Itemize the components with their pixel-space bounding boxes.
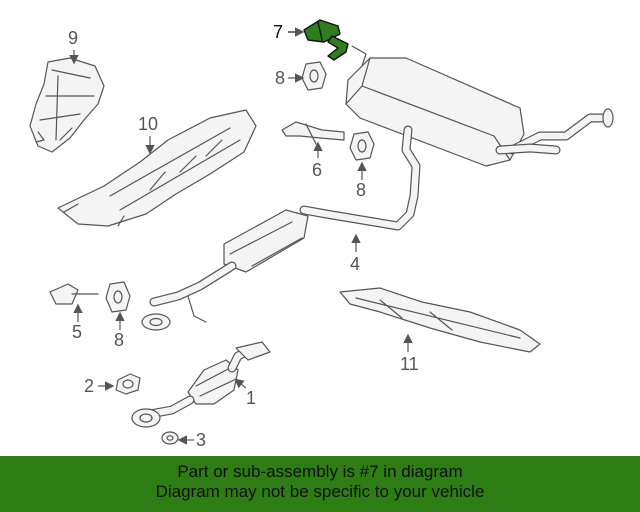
svg-text:7: 7 xyxy=(273,22,283,42)
part-10-tunnel-heat-shield[interactable] xyxy=(57,109,257,227)
svg-text:6: 6 xyxy=(312,160,322,180)
svg-text:1: 1 xyxy=(246,388,256,408)
callout-7: 7 xyxy=(273,22,305,42)
svg-text:3: 3 xyxy=(196,430,206,450)
part-8-isolator-bottom[interactable] xyxy=(105,281,131,313)
callout-2: 2 xyxy=(84,376,115,396)
svg-text:4: 4 xyxy=(350,254,360,274)
callout-3: 3 xyxy=(177,430,206,450)
svg-text:10: 10 xyxy=(138,114,158,134)
exhaust-system-diagram: 9 10 7 8 xyxy=(29,19,614,450)
part-3-nut[interactable] xyxy=(161,431,179,445)
banner-line-2: Diagram may not be specific to your vehi… xyxy=(155,482,485,501)
callout-1: 1 xyxy=(234,378,256,408)
svg-text:8: 8 xyxy=(275,68,285,88)
part-5-bracket[interactable] xyxy=(49,283,99,305)
callout-8-bottom: 8 xyxy=(114,311,125,350)
part-11-heat-shield[interactable] xyxy=(339,287,541,353)
part-2-gasket[interactable] xyxy=(115,373,141,395)
svg-text:8: 8 xyxy=(356,180,366,200)
svg-text:5: 5 xyxy=(72,322,82,342)
rear-muffler[interactable] xyxy=(345,45,614,167)
callout-11: 11 xyxy=(400,333,419,374)
callout-10: 10 xyxy=(138,114,158,155)
part-9-heat-shield[interactable] xyxy=(29,57,105,153)
callout-4: 4 xyxy=(350,233,361,274)
part-7-hanger-bracket[interactable] xyxy=(303,19,349,61)
callout-5: 5 xyxy=(72,303,83,342)
banner-line-1: Part or sub-assembly is #7 in diagram xyxy=(177,462,463,481)
part-4-intermediate-pipe[interactable] xyxy=(141,125,421,331)
part-8-isolator-middle[interactable] xyxy=(349,131,375,161)
svg-text:8: 8 xyxy=(114,330,124,350)
part-6-hanger[interactable] xyxy=(281,121,345,145)
callout-6: 6 xyxy=(312,141,323,180)
callout-9: 9 xyxy=(68,28,79,65)
svg-text:11: 11 xyxy=(400,354,419,374)
callout-8-top: 8 xyxy=(275,68,305,88)
svg-text:9: 9 xyxy=(68,28,78,48)
svg-text:2: 2 xyxy=(84,376,94,396)
info-banner: Part or sub-assembly is #7 in diagram Di… xyxy=(0,456,640,512)
callout-8-middle: 8 xyxy=(356,161,367,200)
part-1-catalytic-converter[interactable] xyxy=(131,341,271,428)
part-8-isolator-top[interactable] xyxy=(301,61,327,91)
